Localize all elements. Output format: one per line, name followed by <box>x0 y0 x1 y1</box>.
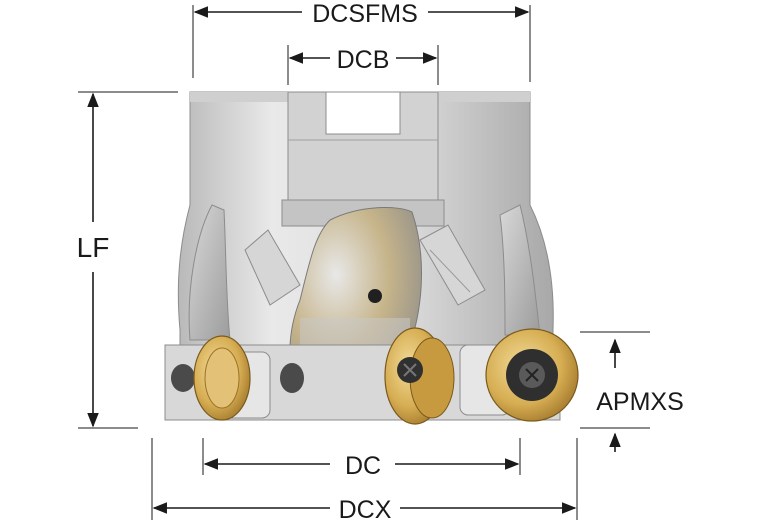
insert-center <box>384 327 455 425</box>
label-lf: LF <box>77 232 110 263</box>
label-dc: DC <box>345 452 381 480</box>
label-dcb: DCB <box>337 46 390 74</box>
dimension-labels: DCSFMS DCB LF DC DCX APMXS <box>77 0 684 523</box>
extension-lines <box>78 5 650 520</box>
insert-right <box>485 328 579 422</box>
key-slot-recess <box>325 91 401 135</box>
label-dcx: DCX <box>339 496 392 523</box>
insert-seat-left <box>171 364 195 392</box>
cutting-inserts <box>193 327 579 425</box>
label-apmxs: APMXS <box>596 388 684 416</box>
label-dcsfms: DCSFMS <box>312 0 418 28</box>
dimension-lines <box>87 6 621 514</box>
insert-left <box>193 335 251 421</box>
milling-cutter-body <box>164 91 561 421</box>
coolant-hole <box>368 289 382 303</box>
insert-seat-center <box>280 363 304 393</box>
